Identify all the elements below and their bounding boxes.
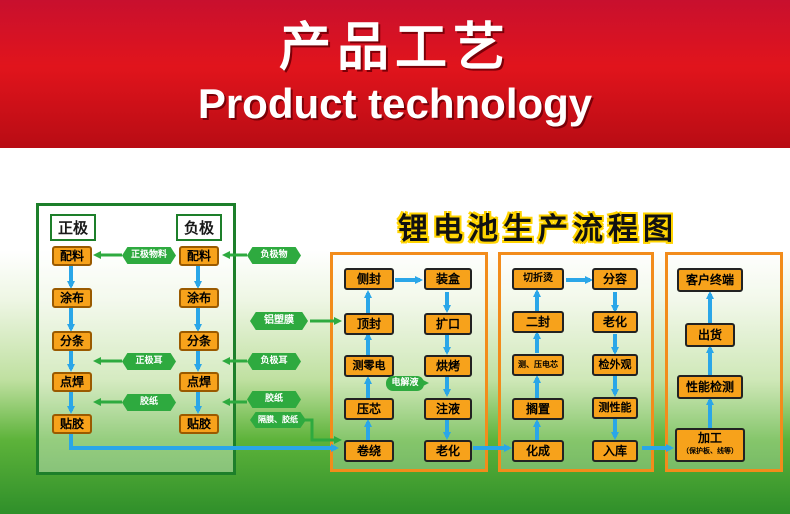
asm-casing: 装盒 — [424, 268, 472, 290]
ship-processing-note: （保护板、线等） — [682, 447, 738, 455]
ship-performance-check: 性能检测 — [677, 375, 743, 399]
input-neg-tab: 负极耳 — [247, 353, 301, 370]
pos-step-taping: 贴胶 — [52, 414, 92, 434]
input-pos-material: 正极物料 — [122, 247, 176, 264]
asm-injection: 注液 — [424, 398, 472, 420]
diagram-title: 锂电池生产流程图 — [398, 212, 678, 247]
neg-step-coating: 涂布 — [179, 288, 219, 308]
input-pos-tab: 正极耳 — [122, 353, 176, 370]
input-neg-material: 负极物 — [247, 247, 301, 264]
form-second-seal: 二封 — [512, 311, 564, 333]
input-tape-left: 胶纸 — [122, 394, 176, 411]
positive-label: 正极 — [50, 214, 97, 241]
form-shelving: 搁置 — [512, 398, 564, 420]
pos-step-batching: 配料 — [52, 246, 92, 266]
page-title-chinese: 产品工艺 — [278, 18, 511, 78]
form-capacity-grading: 分容 — [592, 268, 638, 290]
negative-label: 负极 — [176, 214, 223, 241]
asm-side-seal: 侧封 — [344, 268, 394, 290]
form-aging: 老化 — [592, 311, 638, 333]
input-aluminum-film: 铝塑膜 — [250, 312, 308, 330]
asm-baking: 烘烤 — [424, 355, 472, 377]
form-formation: 化成 — [512, 440, 564, 462]
asm-top-seal: 顶封 — [344, 313, 394, 335]
input-separator-tape: 隔膜、胶纸 — [250, 412, 306, 428]
pos-step-slitting: 分条 — [52, 331, 92, 351]
ship-processing-label: 加工 — [697, 431, 722, 445]
input-electrolyte: 电解液 — [386, 376, 424, 391]
form-warehousing: 入库 — [592, 440, 638, 462]
form-visual-inspection: 检外观 — [592, 354, 638, 376]
asm-zero-voltage-test: 测零电 — [344, 355, 394, 377]
form-cut-fold-iron: 切折烫 — [512, 268, 564, 290]
page-title-english: Product technology — [197, 80, 593, 127]
asm-aging: 老化 — [424, 440, 472, 462]
neg-step-taping: 贴胶 — [179, 414, 219, 434]
form-performance-test: 测性能 — [592, 397, 638, 419]
asm-flaring: 扩口 — [424, 313, 472, 335]
ship-processing: 加工 （保护板、线等） — [675, 428, 745, 462]
neg-step-welding: 点焊 — [179, 372, 219, 392]
pos-step-coating: 涂布 — [52, 288, 92, 308]
pos-step-welding: 点焊 — [52, 372, 92, 392]
header-banner: 产品工艺 Product technology — [0, 0, 790, 148]
neg-step-slitting: 分条 — [179, 331, 219, 351]
asm-core-press: 压芯 — [344, 398, 394, 420]
asm-winding: 卷绕 — [344, 440, 394, 462]
neg-step-batching: 配料 — [179, 246, 219, 266]
form-test-press-cell: 测、压电芯 — [512, 354, 564, 376]
ship-shipment: 出货 — [685, 323, 735, 347]
input-tape-right: 胶纸 — [247, 391, 301, 408]
ship-customer-terminal: 客户终端 — [677, 268, 743, 292]
